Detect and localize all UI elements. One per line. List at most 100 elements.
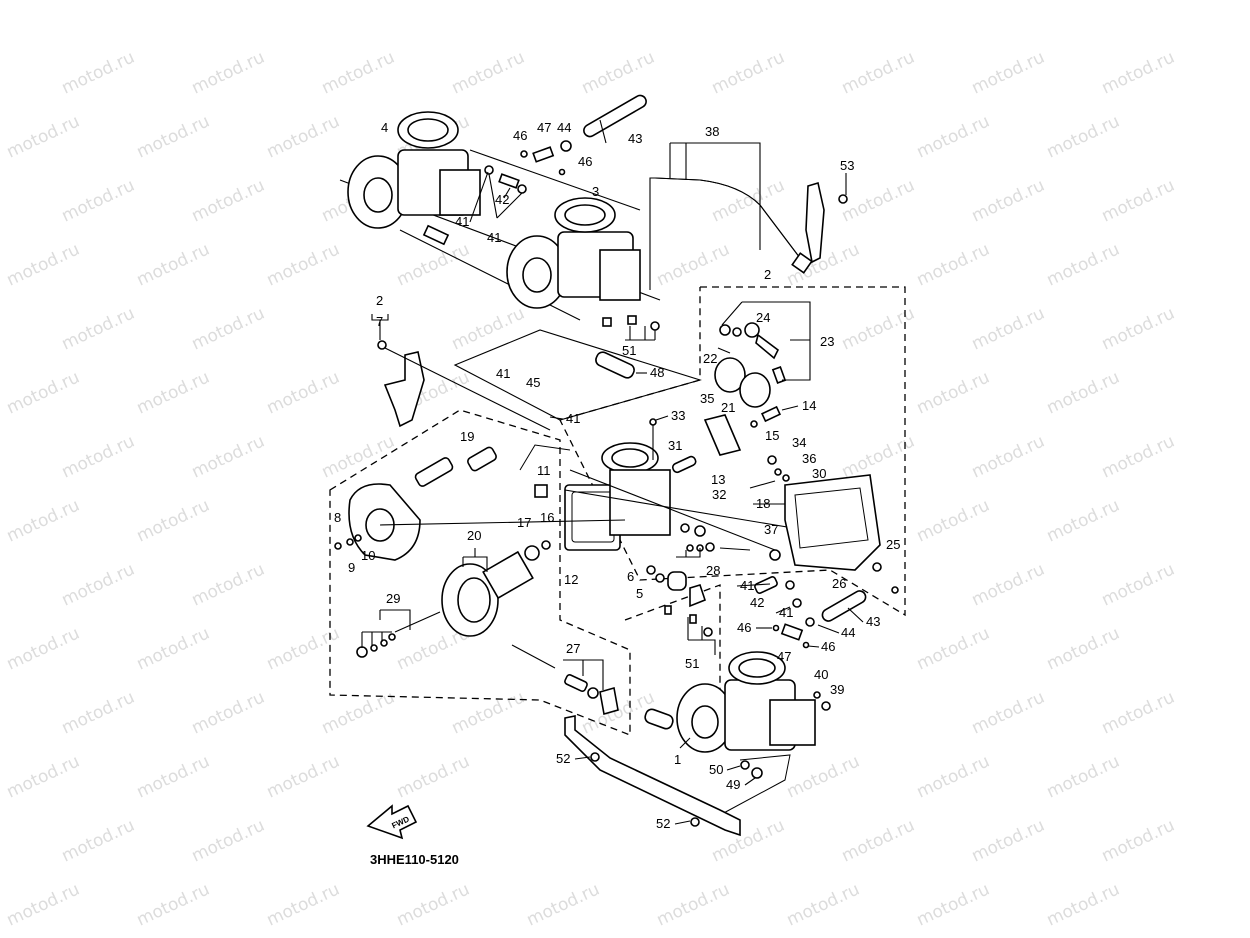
watermark-text: motod.ru xyxy=(1044,111,1123,162)
watermark-text: motod.ru xyxy=(654,879,733,930)
watermark-text: motod.ru xyxy=(4,879,83,930)
label-part-49: 49 xyxy=(726,777,740,792)
float-arm-35 xyxy=(703,414,742,456)
label-part-21: 21 xyxy=(721,400,735,415)
label-part-32: 32 xyxy=(712,487,726,502)
watermark-text: motod.ru xyxy=(914,495,993,546)
label-part-41: 41 xyxy=(455,214,469,229)
watermark-text: motod.ru xyxy=(839,47,918,98)
watermark-text: motod.ru xyxy=(449,687,528,738)
leader-lines xyxy=(361,119,847,690)
watermark-text: motod.ru xyxy=(914,751,993,802)
part-37 xyxy=(769,549,781,561)
label-part-6: 6 xyxy=(627,569,634,584)
watermark-text: motod.ru xyxy=(914,879,993,930)
label-part-31: 31 xyxy=(668,438,682,453)
watermark-text: motod.ru xyxy=(134,495,213,546)
spring-19b xyxy=(414,457,454,487)
label-part-37: 37 xyxy=(764,522,778,537)
label-part-15: 15 xyxy=(765,428,779,443)
watermark-text: motod.ru xyxy=(709,175,788,226)
watermark-text: motod.ru xyxy=(839,815,918,866)
watermark-text: motod.ru xyxy=(969,47,1048,98)
watermark-text: motod.ru xyxy=(1044,751,1123,802)
label-part-40: 40 xyxy=(814,667,828,682)
watermark-text: motod.ru xyxy=(394,879,473,930)
label-part-50: 50 xyxy=(709,762,723,777)
forward-direction-arrow: FWD xyxy=(366,804,418,840)
watermark-text: motod.ru xyxy=(784,751,863,802)
watermark-text: motod.ru xyxy=(264,623,343,674)
o-ring-46b xyxy=(558,168,566,176)
label-part-42: 42 xyxy=(495,192,509,207)
label-part-22: 22 xyxy=(703,351,717,366)
label-part-35: 35 xyxy=(700,391,714,406)
tube-43b xyxy=(821,590,867,622)
watermark-text: motod.ru xyxy=(59,175,138,226)
watermark-text: motod.ru xyxy=(189,559,268,610)
watermark-text: motod.ru xyxy=(579,47,658,98)
part-14 xyxy=(760,405,782,423)
watermark-text: motod.ru xyxy=(969,559,1048,610)
choke-assembly xyxy=(714,322,787,408)
watermark-text: motod.ru xyxy=(969,815,1048,866)
watermark-text: motod.ru xyxy=(59,47,138,98)
label-part-44: 44 xyxy=(557,120,571,135)
label-part-26: 26 xyxy=(832,576,846,591)
link-plate xyxy=(564,715,741,837)
spring-51b xyxy=(627,315,637,325)
label-part-24: 24 xyxy=(756,310,770,325)
label-part-43: 43 xyxy=(628,131,642,146)
part-15 xyxy=(750,420,758,428)
part-labels: 1 2 2 3 4 5 6 7 8 9 10 11 12 13 14 15 16… xyxy=(334,120,900,831)
label-part-41: 41 xyxy=(779,605,793,620)
washer-41b xyxy=(517,184,527,194)
carburetor-1 xyxy=(644,651,831,816)
watermark-text: motod.ru xyxy=(189,815,268,866)
float-bowl-assembly xyxy=(649,405,899,594)
watermark-text: motod.ru xyxy=(1099,687,1178,738)
label-part-29: 29 xyxy=(386,591,400,606)
watermark-text: motod.ru xyxy=(709,47,788,98)
label-ticks xyxy=(469,171,864,825)
watermark-text: motod.ru xyxy=(59,559,138,610)
watermark-text: motod.ru xyxy=(134,751,213,802)
spring-19 xyxy=(467,446,497,472)
tube-48 xyxy=(595,351,635,379)
watermark-text: motod.ru xyxy=(969,175,1048,226)
watermark-text: motod.ru xyxy=(654,239,733,290)
kit-boundary-left xyxy=(329,409,631,736)
label-part-36: 36 xyxy=(802,451,816,466)
watermark-text: motod.ru xyxy=(59,303,138,354)
watermark-text: motod.ru xyxy=(1044,623,1123,674)
watermark-text: motod.ru xyxy=(969,303,1048,354)
watermark-text: motod.ru xyxy=(914,239,993,290)
label-part-53: 53 xyxy=(840,158,854,173)
label-part-52: 52 xyxy=(556,751,570,766)
label-part-42: 42 xyxy=(750,595,764,610)
part-31 xyxy=(671,455,697,474)
watermark-text: motod.ru xyxy=(134,239,213,290)
label-part-46: 46 xyxy=(737,620,751,635)
watermark-text: motod.ru xyxy=(839,303,918,354)
label-part-20: 20 xyxy=(467,528,481,543)
bracket-7 xyxy=(377,340,551,431)
joint-47 xyxy=(532,146,555,163)
watermark-text: motod.ru xyxy=(394,751,473,802)
watermark-text: motod.ru xyxy=(784,879,863,930)
label-part-43: 43 xyxy=(866,614,880,629)
watermark-text: motod.ru xyxy=(1099,431,1178,482)
watermark-text: motod.ru xyxy=(189,431,268,482)
label-part-46: 46 xyxy=(513,128,527,143)
label-part-30: 30 xyxy=(812,466,826,481)
label-part-34: 34 xyxy=(792,435,806,450)
watermark-text: motod.ru xyxy=(1044,367,1123,418)
label-part-48: 48 xyxy=(650,365,664,380)
watermark-text: motod.ru xyxy=(914,623,993,674)
carburetor-4 xyxy=(347,111,481,229)
label-part-25: 25 xyxy=(886,537,900,552)
watermark-text: motod.ru xyxy=(59,431,138,482)
label-part-51: 51 xyxy=(685,656,699,671)
label-part-47: 47 xyxy=(777,649,791,664)
kit-boundary-center xyxy=(453,329,702,421)
